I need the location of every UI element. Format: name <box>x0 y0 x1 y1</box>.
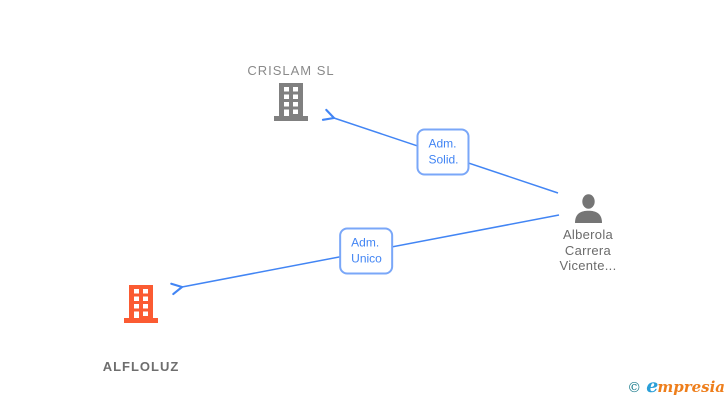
building-icon <box>124 285 158 323</box>
person-label-line2: Carrera <box>564 242 612 258</box>
brand-text: empresia <box>646 375 725 397</box>
company-label-line1: ALFLOLUZ <box>102 359 180 374</box>
copyright-icon: © <box>627 380 642 396</box>
building-icon <box>274 83 308 121</box>
node-label: Alberola Carrera Vicente... <box>560 227 617 274</box>
node-label: CRISLAM SL <box>247 63 335 78</box>
node-crislam[interactable]: CRISLAM SL <box>221 63 361 121</box>
person-label-line1: Alberola <box>562 227 614 242</box>
node-label: ALFLOLUZ SL <box>103 327 180 400</box>
empresia-logo: © empresia <box>627 375 725 397</box>
person-label-line3: Vicente... <box>559 258 617 273</box>
brand-rest: mpresia <box>657 378 725 396</box>
edge-label-line: Solid. <box>428 152 459 167</box>
node-alfloluz[interactable]: ALFLOLUZ SL <box>71 285 211 400</box>
edge-label-line: Adm. <box>428 136 457 151</box>
edge-label-line: Adm. <box>351 235 380 250</box>
edge-label-adm-solid: Adm. Solid. <box>416 128 470 176</box>
edge-label-line: Unico <box>351 251 382 266</box>
brand-initial: e <box>646 375 659 397</box>
node-person-alberola[interactable]: Alberola Carrera Vicente... <box>518 194 658 274</box>
person-icon <box>574 194 602 223</box>
edge-label-adm-unico: Adm. Unico <box>339 227 393 275</box>
